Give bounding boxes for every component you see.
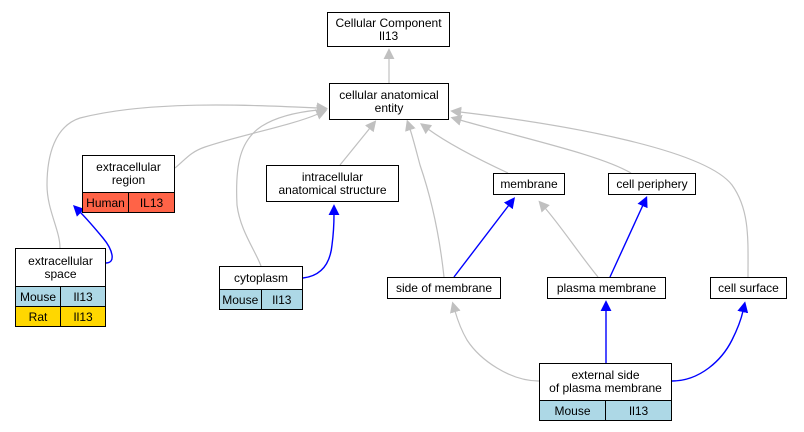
edge-is-a bbox=[405, 119, 445, 278]
edge-is-a bbox=[339, 120, 377, 166]
node-label: cell periphery bbox=[616, 176, 688, 191]
node-membrane[interactable]: membrane bbox=[493, 173, 565, 195]
node-label: extracellular region bbox=[96, 160, 161, 187]
node-extracellular-region[interactable]: extracellular region Human IL13 bbox=[82, 155, 175, 213]
node-label: extracellular space bbox=[28, 253, 93, 281]
node-label: side of membrane bbox=[395, 280, 493, 295]
node-cytoplasm[interactable]: cytoplasm Mouse Il13 bbox=[219, 266, 303, 310]
edge-part-of bbox=[302, 204, 340, 279]
node-label: cellular anatomical entity bbox=[339, 87, 439, 115]
edge-is-a bbox=[236, 104, 328, 267]
node-cell-periphery[interactable]: cell periphery bbox=[608, 173, 696, 195]
node-label: Cellular Component Il13 bbox=[335, 15, 442, 43]
node-label: membrane bbox=[500, 176, 558, 191]
node-label: external side of plasma membrane bbox=[549, 368, 662, 395]
annotation-row: Mouse Il13 bbox=[540, 400, 671, 420]
edge-layer bbox=[46, 48, 749, 382]
node-plasma-membrane[interactable]: plasma membrane bbox=[547, 277, 666, 299]
edge-is-a bbox=[538, 200, 599, 278]
node-intracellular-anatomical-structure[interactable]: intracellular anatomical structure bbox=[266, 165, 399, 202]
species-cell: Rat bbox=[16, 307, 60, 326]
annotation-row: Mouse Il13 bbox=[16, 286, 105, 306]
node-label: cytoplasm bbox=[233, 270, 289, 285]
edge-is-a bbox=[450, 115, 632, 174]
species-cell: Mouse bbox=[16, 287, 60, 306]
annotation-row: Rat Il13 bbox=[16, 306, 105, 326]
species-cell: Human bbox=[83, 193, 128, 212]
edge-is-a bbox=[419, 123, 509, 174]
species-cell: Mouse bbox=[220, 290, 261, 309]
edge-part-of bbox=[609, 196, 648, 278]
node-label: cell surface bbox=[718, 280, 779, 295]
edge-is-a bbox=[174, 109, 328, 169]
edge-is-a bbox=[46, 102, 328, 249]
annotation-row: Human IL13 bbox=[83, 192, 174, 212]
edge-part-of bbox=[73, 204, 113, 264]
gene-cell: Il13 bbox=[260, 290, 302, 309]
node-extracellular-space[interactable]: extracellular space Mouse Il13 Rat Il13 bbox=[15, 248, 106, 327]
node-external-side-of-plasma-membrane[interactable]: external side of plasma membrane Mouse I… bbox=[539, 363, 672, 421]
node-cellular-anatomical-entity[interactable]: cellular anatomical entity bbox=[329, 83, 449, 120]
edge-part-of bbox=[453, 197, 516, 278]
node-label: plasma membrane bbox=[556, 280, 657, 295]
node-cellular-component[interactable]: Cellular Component Il13 bbox=[327, 12, 450, 47]
species-cell: Mouse bbox=[540, 401, 605, 420]
gene-cell: Il13 bbox=[605, 401, 671, 420]
gene-cell: IL13 bbox=[128, 193, 174, 212]
node-side-of-membrane[interactable]: side of membrane bbox=[387, 277, 501, 299]
node-cell-surface[interactable]: cell surface bbox=[710, 277, 787, 299]
gene-cell: Il13 bbox=[60, 287, 105, 306]
gene-cell: Il13 bbox=[60, 307, 105, 326]
annotation-row: Mouse Il13 bbox=[220, 289, 302, 309]
node-label: intracellular anatomical structure bbox=[278, 169, 387, 197]
edge-is-a bbox=[450, 106, 749, 278]
edge-part-of bbox=[671, 301, 749, 382]
edge-is-a bbox=[450, 301, 540, 382]
